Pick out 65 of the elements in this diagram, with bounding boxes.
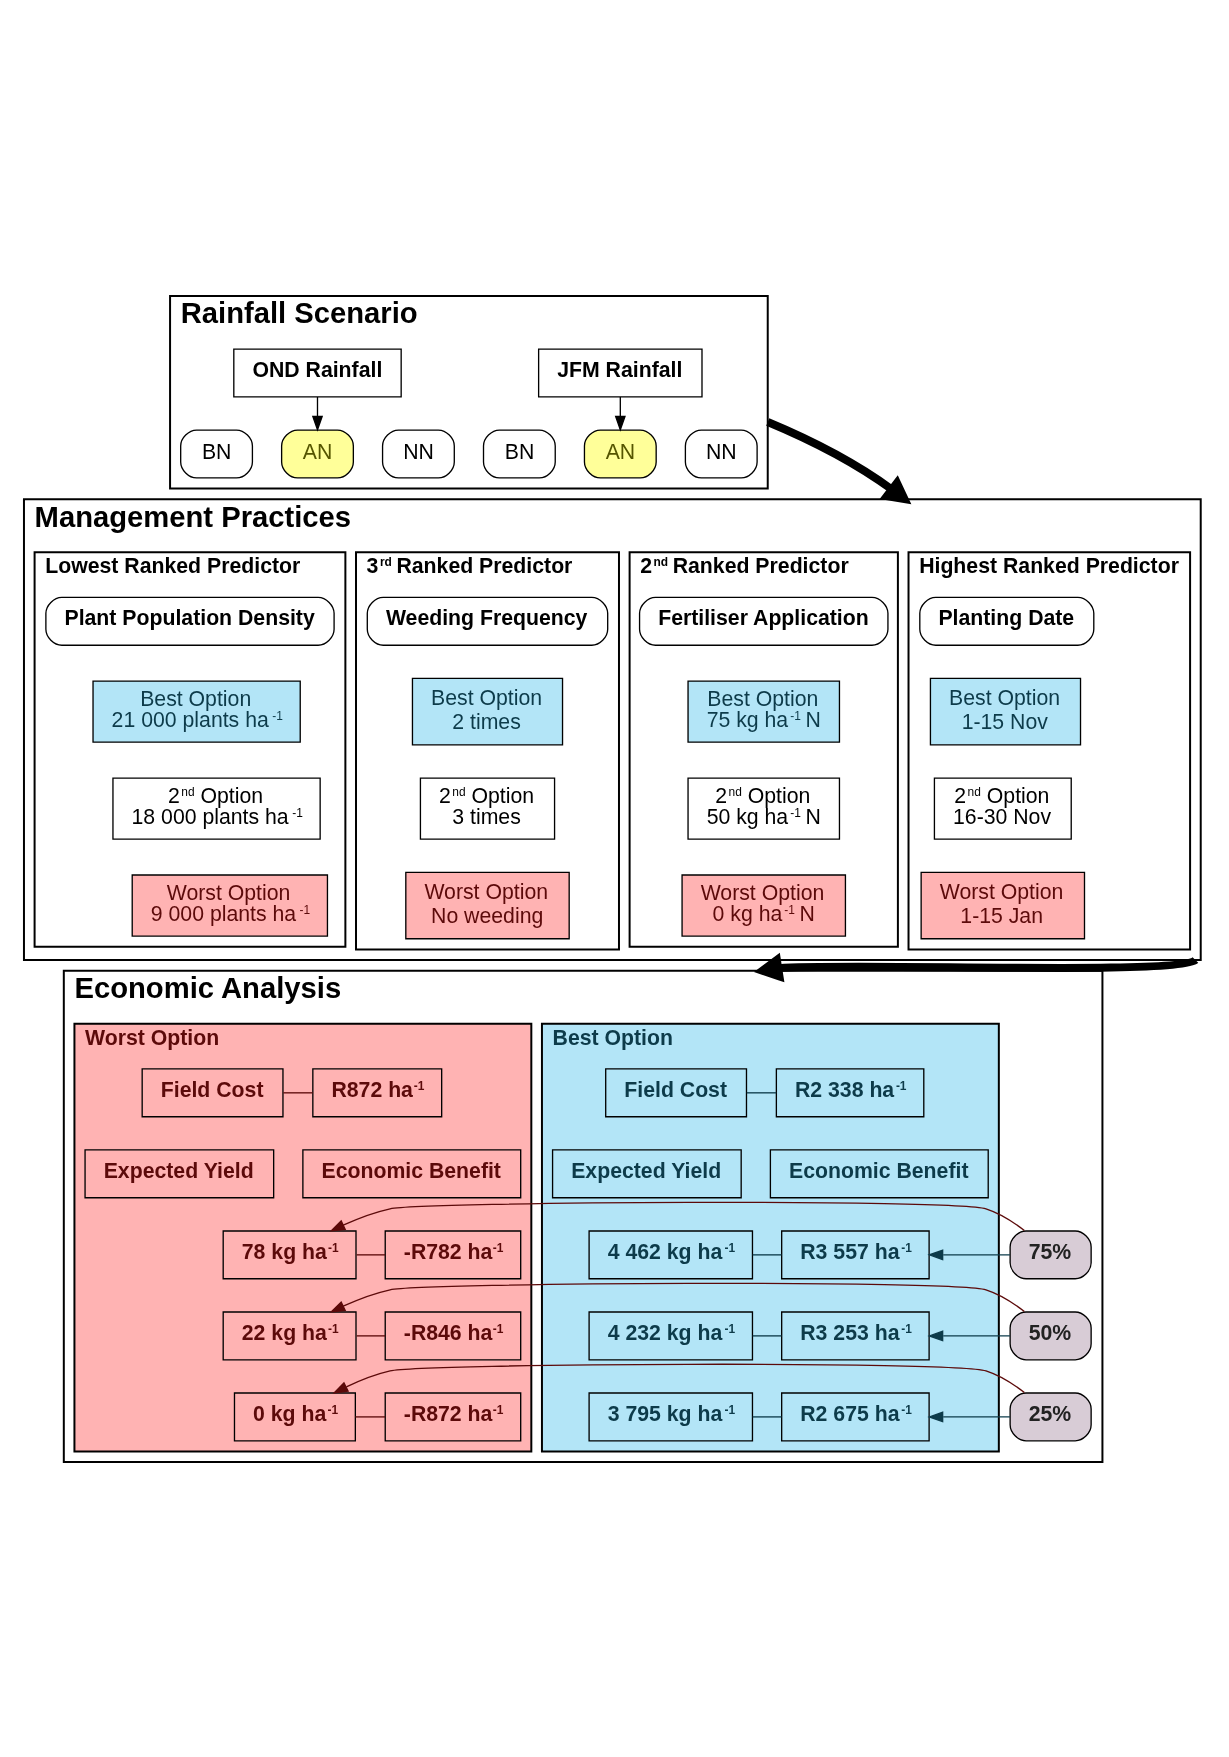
- node-box: Weeding Frequency: [366, 596, 609, 646]
- node-box: 75%: [1009, 1229, 1092, 1279]
- arrow: [927, 1248, 1011, 1260]
- node-box: R3 253 ha$^{-1}$: [781, 1310, 930, 1360]
- arrow: [332, 1363, 1026, 1394]
- node-box: Fertiliser Application: [638, 596, 889, 646]
- node-box: 78 kg ha$^{-1}$: [222, 1229, 357, 1279]
- connector: [355, 1334, 386, 1337]
- connector: [282, 1091, 314, 1093]
- arrow: [329, 1282, 1026, 1313]
- arrow: [753, 952, 1197, 982]
- node-box: Worst Option 9 000 plants ha$^{-1}$: [131, 873, 329, 937]
- node-box: BN: [482, 428, 556, 479]
- node-box: 2$^{nd}$ Option 3 times: [419, 776, 556, 840]
- node-box: Plant Population Density: [45, 596, 335, 646]
- node-box: Expected Yield: [551, 1148, 742, 1198]
- arrow: [329, 1201, 1026, 1232]
- node-box: 22 kg ha$^{-1}$: [222, 1310, 357, 1360]
- node-box: Best Option 21 000 plants ha$^{-1}$: [92, 679, 301, 743]
- node-box: AN: [280, 428, 354, 479]
- node-box: NN: [684, 428, 758, 479]
- node-box: Economic Benefit: [769, 1148, 989, 1198]
- arrow: [311, 395, 324, 432]
- node-box: 0 kg ha$^{-1}$: [233, 1391, 356, 1441]
- connector: [355, 1253, 386, 1256]
- node-box: BN: [180, 428, 254, 479]
- node-box: Worst Option 1-15 Jan: [920, 871, 1086, 939]
- node-box: R872 ha$^{-1}$: [312, 1067, 443, 1117]
- node-box: -R846 ha$^{-1}$: [384, 1310, 522, 1360]
- node-box: 25%: [1009, 1391, 1092, 1441]
- arrow: [614, 395, 626, 432]
- node-box: 3 795 kg ha$^{-1}$: [588, 1391, 754, 1441]
- node-box: Field Cost: [605, 1067, 748, 1117]
- node-box: 4 232 kg ha$^{-1}$: [588, 1310, 754, 1360]
- arrow: [766, 417, 912, 504]
- node-box: Worst Option No weeding: [405, 871, 570, 939]
- node-box: 2$^{nd}$ Option 18 000 plants ha$^{-1}$: [112, 776, 321, 840]
- node-box: OND Rainfall: [233, 347, 402, 398]
- node-box: NN: [381, 428, 455, 479]
- arrow: [927, 1410, 1011, 1422]
- connector: [751, 1253, 783, 1256]
- node-box: R2 338 ha$^{-1}$: [775, 1067, 925, 1117]
- connector: [751, 1334, 783, 1337]
- node-box: -R782 ha$^{-1}$: [384, 1229, 522, 1279]
- node-box: JFM Rainfall: [537, 347, 703, 398]
- node-box: Expected Yield: [84, 1148, 275, 1198]
- node-box: -R872 ha$^{-1}$: [384, 1391, 522, 1441]
- connector: [354, 1415, 386, 1418]
- node-box: Economic Benefit: [302, 1148, 522, 1198]
- node-box: R2 675 ha$^{-1}$: [781, 1391, 930, 1441]
- arrow: [927, 1329, 1011, 1341]
- node-box: Worst Option 0 kg ha$^{-1}$ N: [681, 873, 847, 937]
- node-box: 50%: [1009, 1310, 1092, 1360]
- node-box: Best Option 75 kg ha$^{-1}$ N: [687, 679, 841, 743]
- node-box: Planting Date: [919, 596, 1095, 646]
- node-box: Best Option 1-15 Nov: [929, 677, 1082, 746]
- node-box: AN: [583, 428, 657, 479]
- node-box: R3 557 ha$^{-1}$: [781, 1229, 930, 1279]
- node-box: 2$^{nd}$ Option 16-30 Nov: [933, 776, 1072, 840]
- node-box: 4 462 kg ha$^{-1}$: [588, 1229, 754, 1279]
- node-box: 2$^{nd}$ Option 50 kg ha$^{-1}$ N: [687, 776, 841, 840]
- node-box: Best Option 2 times: [411, 677, 564, 746]
- connector: [746, 1091, 777, 1093]
- connector: [751, 1415, 783, 1418]
- node-box: Field Cost: [141, 1067, 284, 1117]
